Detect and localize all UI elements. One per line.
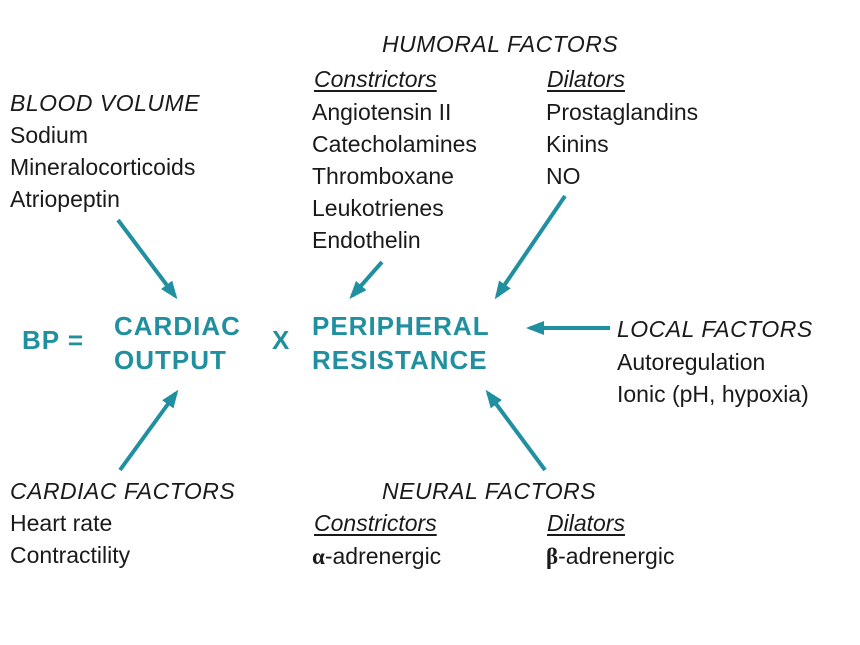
- beta-symbol: β: [546, 544, 559, 569]
- humoral-constrictor-item: Leukotrienes: [312, 195, 444, 221]
- cardiac-output-line1: CARDIAC: [114, 311, 241, 341]
- cardiac-factors-item: Contractility: [10, 542, 131, 568]
- cardiac-factors-item: Heart rate: [10, 510, 113, 536]
- neural-dilator-text: -adrenergic: [558, 543, 675, 569]
- humoral-constrictor-item: Thromboxane: [312, 163, 454, 189]
- neural-constrictors-title: Constrictors: [314, 510, 437, 536]
- neural-dilators-title: Dilators: [547, 510, 625, 536]
- cardiac-factors-title: CARDIAC FACTORS: [10, 478, 236, 504]
- local-factors-title: LOCAL FACTORS: [617, 316, 813, 342]
- cardiac-output-line2: OUTPUT: [114, 345, 227, 375]
- humoral-dilator-item: Kinins: [546, 131, 609, 157]
- humoral-dilators-title: Dilators: [547, 66, 625, 92]
- blood-volume-item: Mineralocorticoids: [10, 154, 196, 180]
- peripheral-resistance-line2: RESISTANCE: [312, 345, 488, 375]
- local-factors-item: Ionic (pH, hypoxia): [617, 381, 809, 407]
- arrow-neural-factors-to-resistance: [485, 389, 547, 472]
- blood-volume-title: BLOOD VOLUME: [10, 90, 201, 116]
- neural-constrictor-item: α-adrenergic: [312, 540, 441, 573]
- blood-volume-item: Atriopeptin: [10, 186, 120, 212]
- arrow-humoral-constrictors-to-resistance: [349, 260, 384, 299]
- neural-dilator-item: β-adrenergic: [546, 540, 674, 573]
- humoral-constrictor-item: Catecholamines: [312, 131, 477, 157]
- times-sign: X: [272, 325, 291, 355]
- blood-volume-item: Sodium: [10, 122, 88, 148]
- humoral-dilator-item: NO: [546, 163, 581, 189]
- arrow-blood-volume-to-cardiac-output: [116, 218, 178, 300]
- humoral-constrictors-title: Constrictors: [314, 66, 437, 92]
- humoral-factors-title: HUMORAL FACTORS: [382, 31, 619, 57]
- bp-label: BP =: [22, 325, 85, 355]
- humoral-constrictor-item: Angiotensin II: [312, 99, 452, 125]
- alpha-symbol: α: [312, 544, 325, 569]
- local-factors-item: Autoregulation: [617, 349, 766, 375]
- neural-constrictor-text: -adrenergic: [324, 543, 442, 569]
- humoral-constrictor-item: Endothelin: [312, 227, 421, 253]
- humoral-dilator-item: Prostaglandins: [546, 99, 699, 125]
- arrow-cardiac-factors-to-cardiac-output: [118, 389, 179, 472]
- arrow-humoral-dilators-to-resistance: [494, 194, 567, 300]
- peripheral-resistance-line1: PERIPHERAL: [312, 311, 490, 341]
- neural-factors-title: NEURAL FACTORS: [382, 478, 597, 504]
